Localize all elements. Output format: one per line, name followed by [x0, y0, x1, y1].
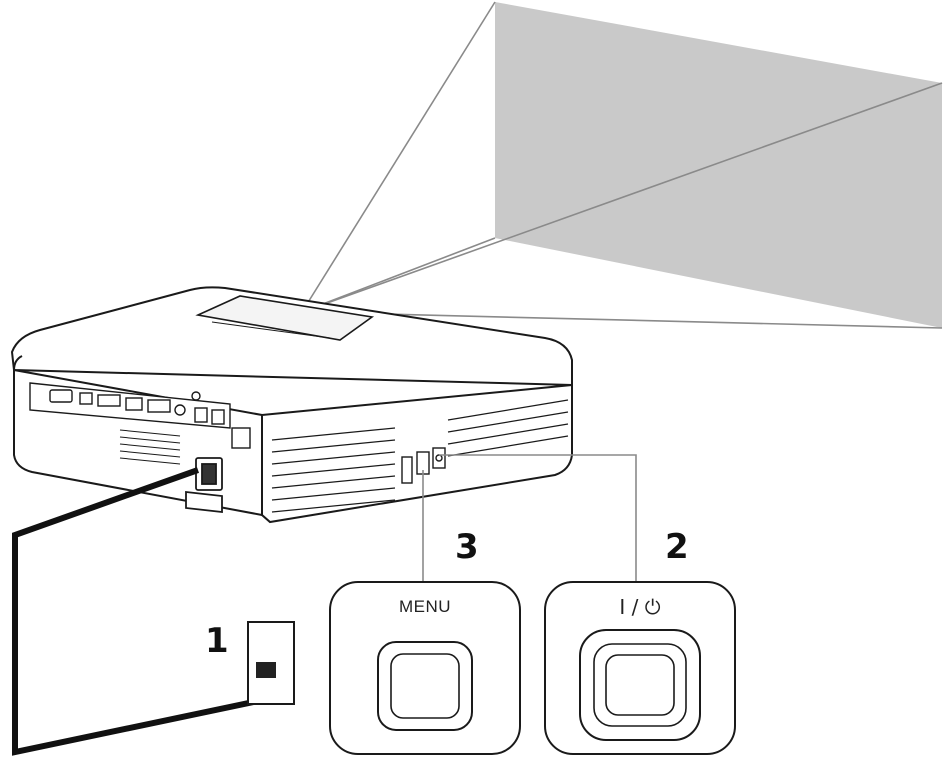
menu-button-label: MENU: [399, 597, 451, 616]
callout-number-power: 2: [665, 527, 689, 567]
wall-outlet: [247, 621, 295, 705]
projector-top-panel: [195, 295, 375, 341]
menu-button-callout: MENU: [329, 581, 521, 755]
power-button-callout: I / ⏻: [544, 581, 736, 755]
callout-number-outlet: 1: [205, 621, 229, 661]
power-button-inner: [605, 654, 675, 716]
power-inlet: [185, 457, 223, 514]
menu-button-inner: [390, 653, 460, 719]
side-vent: [271, 399, 569, 513]
power-button-label: I / ⏻: [619, 595, 660, 619]
rear-vent: [119, 429, 181, 465]
projection-screen: [495, 2, 942, 328]
callout-leader-lines: [422, 454, 637, 582]
projection-beam: [301, 1, 943, 329]
side-control-buttons: [401, 447, 446, 484]
callout-number-menu: 3: [455, 527, 479, 567]
power-cable: [12, 467, 264, 756]
rear-connector-panel: [29, 382, 251, 449]
